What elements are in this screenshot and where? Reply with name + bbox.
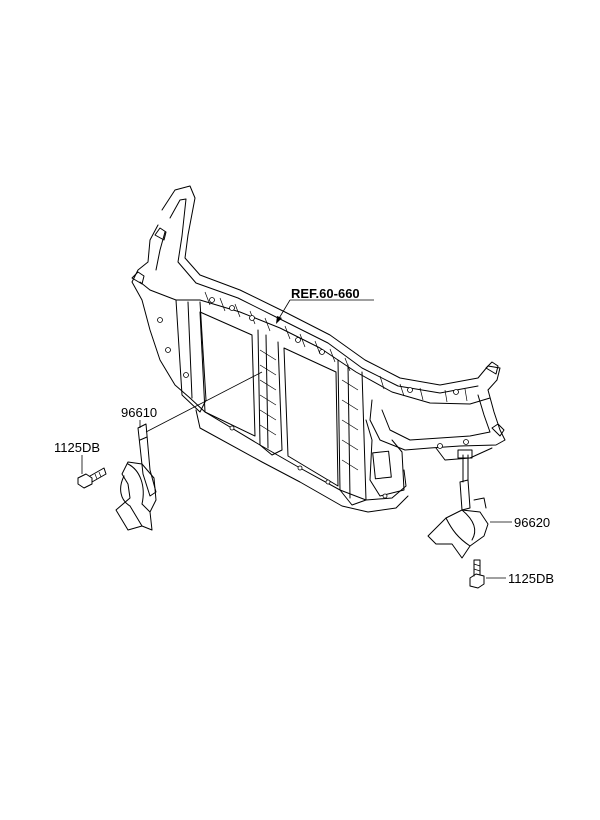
leader-lines [81,299,512,579]
bolt-right [469,559,485,589]
bolt-left [77,467,107,489]
horn-right-assembly [427,449,489,589]
part-label-1125db-right: 1125DB [508,571,554,586]
horn-left-assembly [77,371,263,531]
part-label-96610: 96610 [121,405,157,420]
front-end-carrier [131,185,506,513]
ref-label: REF.60-660 [291,286,360,301]
part-label-1125db-left: 1125DB [54,440,100,455]
part-label-96620: 96620 [514,515,550,530]
